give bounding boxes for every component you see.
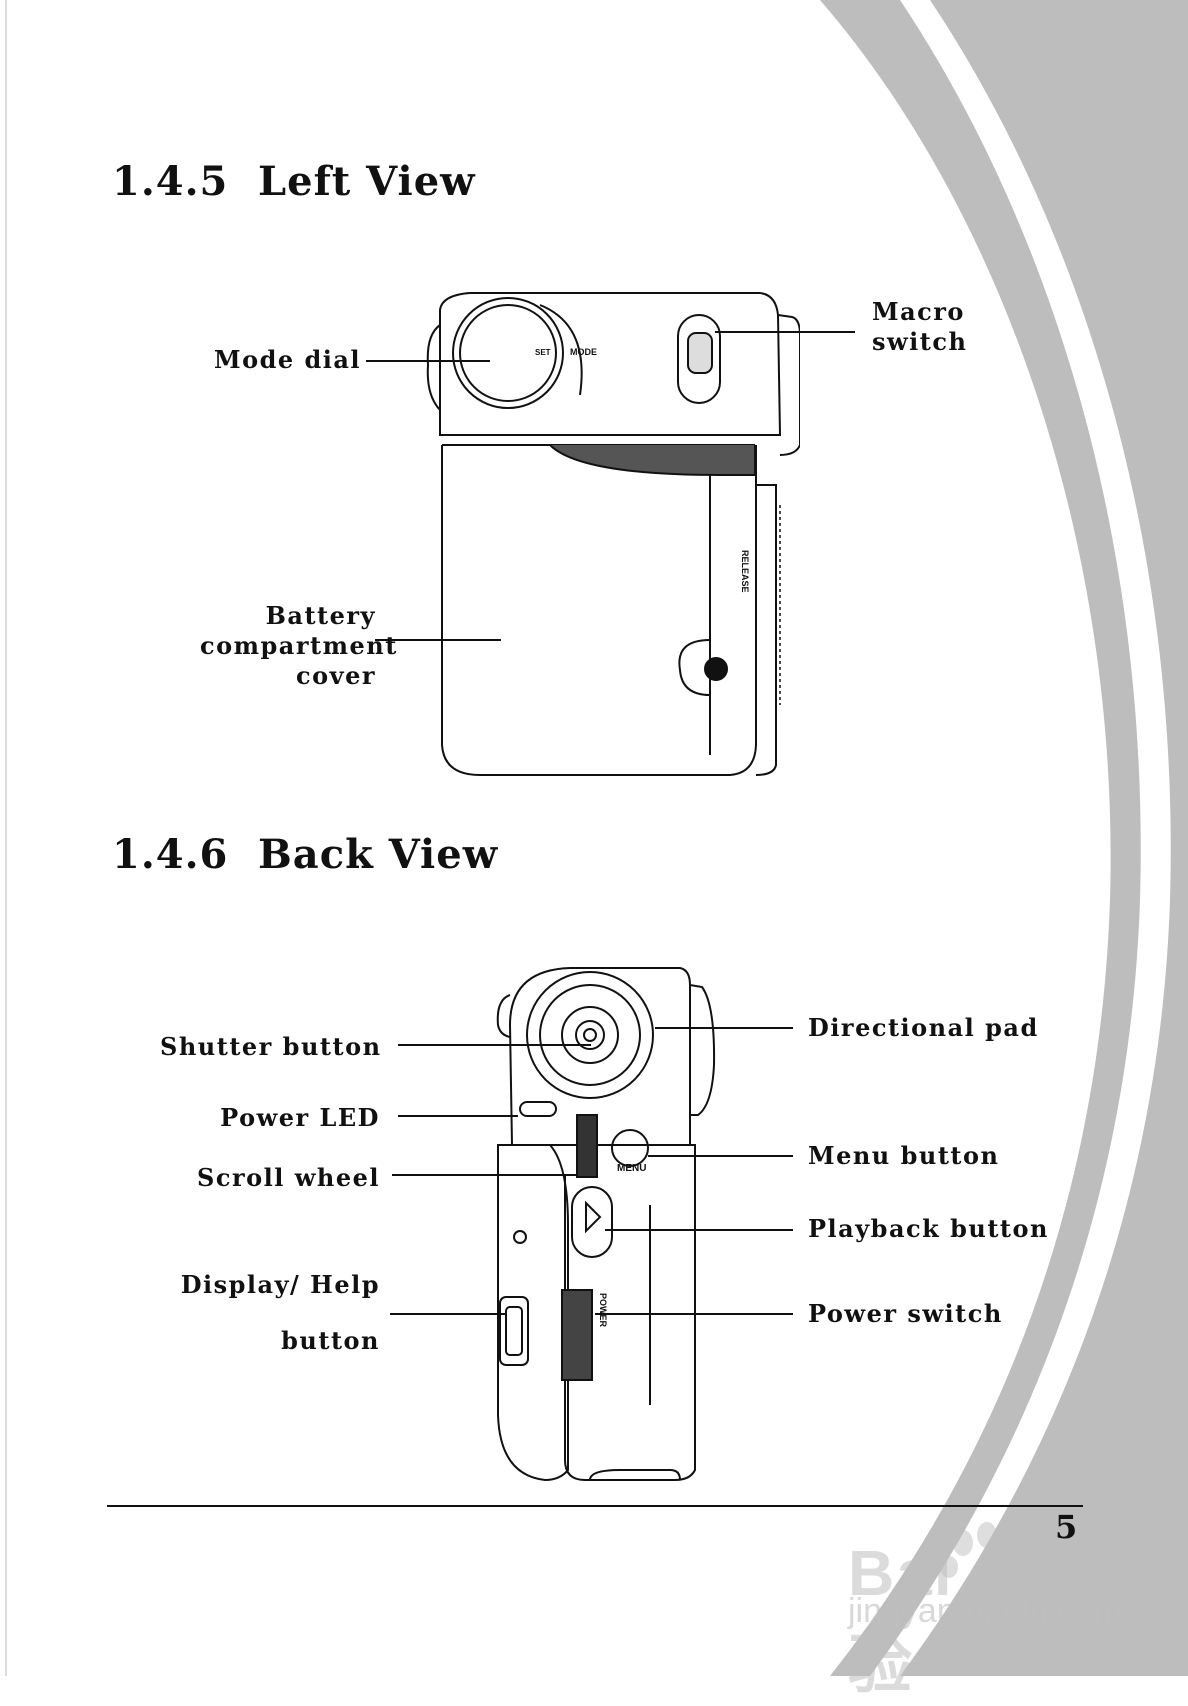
macro-switch-leader	[715, 331, 855, 333]
display-help-label: Display/ Help button	[160, 1270, 380, 1356]
mode-dial-label: Mode dial	[214, 345, 362, 374]
dial-mode-marking: MODE	[570, 347, 597, 357]
macro-switch-label-line2: switch	[872, 327, 968, 356]
menu-button-label: Menu button	[808, 1141, 1000, 1170]
battery-cover-label-line1: Battery	[265, 601, 376, 630]
power-switch-leader	[595, 1313, 793, 1315]
watermark-brand-text: Bai du 经验	[848, 1537, 1142, 1701]
battery-cover-leader	[375, 639, 501, 641]
shutter-button-leader	[398, 1044, 591, 1046]
directional-pad-label: Directional pad	[808, 1013, 1039, 1042]
power-switch-label: Power switch	[808, 1299, 1003, 1328]
display-help-label-line2: button	[281, 1326, 380, 1355]
baidu-paw-logo	[940, 1522, 1019, 1578]
menu-button-leader	[648, 1155, 793, 1157]
mode-dial-leader	[366, 360, 490, 362]
battery-cover-label-line3: cover	[296, 661, 376, 690]
playback-button-label: Playback button	[808, 1214, 1049, 1243]
footer-rule	[107, 1505, 1083, 1507]
release-marking: RELEASE	[740, 550, 750, 593]
camera-left-view-diagram: MODE SET RELEASE	[426, 292, 800, 776]
battery-cover-label-line2: compartment	[200, 631, 398, 660]
section-heading-left-view: 1.4.5 Left View	[112, 158, 476, 205]
power-marking: POWER	[598, 1293, 608, 1328]
camera-back-view-diagram: MENU POWER	[496, 967, 716, 1482]
power-led-leader	[398, 1115, 518, 1117]
macro-switch-label-line1: Macro	[872, 297, 965, 326]
display-help-leader	[390, 1313, 505, 1315]
battery-cover-label: Battery compartment cover	[200, 601, 398, 691]
dial-set-marking: SET	[535, 348, 551, 357]
section-heading-back-view: 1.4.6 Back View	[112, 831, 498, 878]
section-number: 1.4.5	[112, 158, 229, 205]
macro-switch-label: Macro switch	[872, 297, 967, 357]
watermark-url-text: jingyan.baidu.com	[848, 1592, 1123, 1630]
section-number: 1.4.6	[112, 831, 229, 878]
section-title: Left View	[258, 158, 476, 205]
scroll-wheel-leader	[392, 1174, 577, 1176]
directional-pad-leader	[655, 1027, 793, 1029]
page-number: 5	[1055, 1508, 1078, 1546]
section-title: Back View	[258, 831, 499, 878]
playback-button-leader	[605, 1229, 793, 1231]
power-led-label: Power LED	[220, 1103, 380, 1132]
display-help-label-line1: Display/ Help	[180, 1270, 380, 1299]
menu-marking: MENU	[617, 1163, 646, 1174]
shutter-button-label: Shutter button	[160, 1032, 382, 1061]
scroll-wheel-label: Scroll wheel	[197, 1163, 380, 1192]
